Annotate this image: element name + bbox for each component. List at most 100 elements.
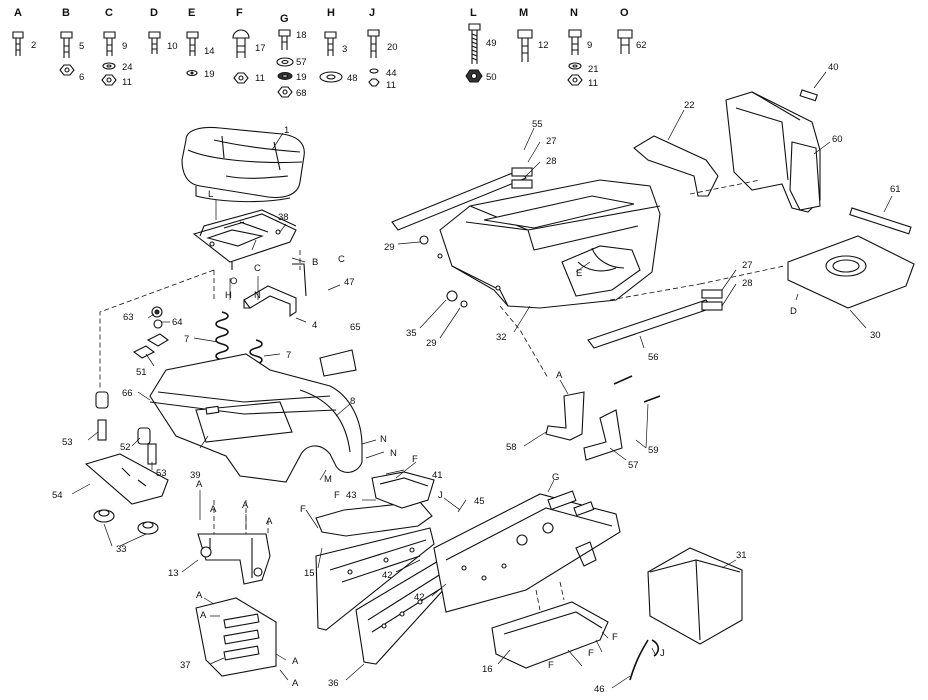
hood <box>437 179 661 309</box>
callout: 45 <box>474 496 485 507</box>
front-cover <box>195 597 277 677</box>
hardware-D: D 10 <box>148 7 178 54</box>
callout: B <box>312 257 318 268</box>
callout: 7 <box>286 350 291 361</box>
callout: 32 <box>496 332 507 343</box>
callout: 13 <box>168 568 179 579</box>
callout-labels: 1 38 L B O C C 47 H N 4 63 64 65 7 7 51 … <box>52 62 901 695</box>
hitch <box>629 639 660 681</box>
callout: N <box>254 290 261 301</box>
callout: 42 <box>382 570 393 581</box>
grommets <box>93 509 159 535</box>
callout: J <box>660 648 665 659</box>
callout: 39 <box>190 470 201 481</box>
leader-lines <box>71 71 893 689</box>
hardware-qty: 3 <box>342 44 347 55</box>
callout: A <box>292 678 299 689</box>
callout: E <box>576 268 582 279</box>
hardware-qty: 21 <box>588 64 599 75</box>
callout: F <box>588 648 594 659</box>
hardware-C: C 9 24 11 <box>101 7 133 88</box>
frame <box>433 490 621 613</box>
callout: 52 <box>120 442 131 453</box>
grille-panel <box>633 135 719 197</box>
callout: 37 <box>180 660 191 671</box>
hardware-qty: 18 <box>296 30 307 41</box>
callout: 40 <box>828 62 839 73</box>
pedal-plate <box>84 453 169 505</box>
callout: C <box>254 263 261 274</box>
engine-plate <box>787 89 915 309</box>
callout: H <box>225 290 232 301</box>
hardware-N: N 9 21 11 <box>567 7 599 89</box>
hardware-qty: 6 <box>79 72 84 83</box>
callout: 35 <box>406 328 417 339</box>
hardware-qty: 11 <box>122 77 132 88</box>
hardware-qty: 11 <box>255 73 265 84</box>
callout: 53 <box>156 468 167 479</box>
hardware-O: O 62 <box>617 7 647 54</box>
callout: N <box>380 434 387 445</box>
hardware-letter: F <box>236 7 243 19</box>
seat <box>181 126 305 203</box>
callout: 54 <box>52 490 63 501</box>
hardware-qty: 9 <box>122 41 127 52</box>
callout: 43 <box>346 490 357 501</box>
footrest <box>491 581 609 669</box>
hinge-bracket <box>243 263 307 318</box>
callout: 61 <box>890 184 901 195</box>
mount-brackets <box>545 375 661 461</box>
callout: 8 <box>350 396 355 407</box>
callout: 28 <box>546 156 557 167</box>
callout: 15 <box>304 568 315 579</box>
callout: N <box>390 448 397 459</box>
hardware-letter: N <box>570 7 578 19</box>
hood-decals <box>319 167 723 377</box>
callout: 7 <box>184 334 189 345</box>
callout: D <box>790 306 797 317</box>
callout: 57 <box>628 460 639 471</box>
seat-pan <box>192 209 297 270</box>
callout: A <box>196 479 203 490</box>
seat-plate <box>132 333 169 359</box>
callout: 1 <box>284 125 289 136</box>
hardware-qty: 50 <box>486 72 497 83</box>
callout: 41 <box>432 470 443 481</box>
hardware-letter: L <box>470 7 477 19</box>
hardware-letter: G <box>280 13 289 25</box>
callout: 27 <box>742 260 753 271</box>
callout: 66 <box>122 388 133 399</box>
callout: 29 <box>384 242 395 253</box>
callout: C <box>338 254 345 265</box>
callout: 51 <box>136 367 147 378</box>
hardware-G: G 18 57 19 68 <box>276 13 307 99</box>
callout: O <box>230 276 237 287</box>
callout: 33 <box>116 544 127 555</box>
frame-rail <box>355 559 457 665</box>
hardware-L: L 49 50 <box>465 7 497 83</box>
callout: 31 <box>736 550 747 561</box>
hardware-qty: 68 <box>296 88 307 99</box>
hardware-F: F 17 11 <box>232 7 266 84</box>
hardware-qty: 62 <box>636 40 647 51</box>
callout: 63 <box>123 312 134 323</box>
callout: 42 <box>414 592 425 603</box>
hardware-letter: D <box>150 7 158 19</box>
callout: F <box>300 504 306 515</box>
hardware-qty: 48 <box>347 73 358 84</box>
callout: G <box>552 472 559 483</box>
hardware-qty: 19 <box>204 69 215 80</box>
hardware-qty: 5 <box>79 41 84 52</box>
callout: 22 <box>684 100 695 111</box>
rear-bracket <box>647 547 743 645</box>
hardware-qty: 10 <box>167 41 178 52</box>
hardware-qty: 20 <box>387 42 398 53</box>
callout: A <box>292 656 299 667</box>
callout: 53 <box>62 437 73 448</box>
callout: A <box>266 516 273 527</box>
hardware-letter: O <box>620 7 629 19</box>
callout: 60 <box>832 134 843 145</box>
left-bushings <box>95 306 163 465</box>
hardware-A: A 2 <box>12 7 36 56</box>
